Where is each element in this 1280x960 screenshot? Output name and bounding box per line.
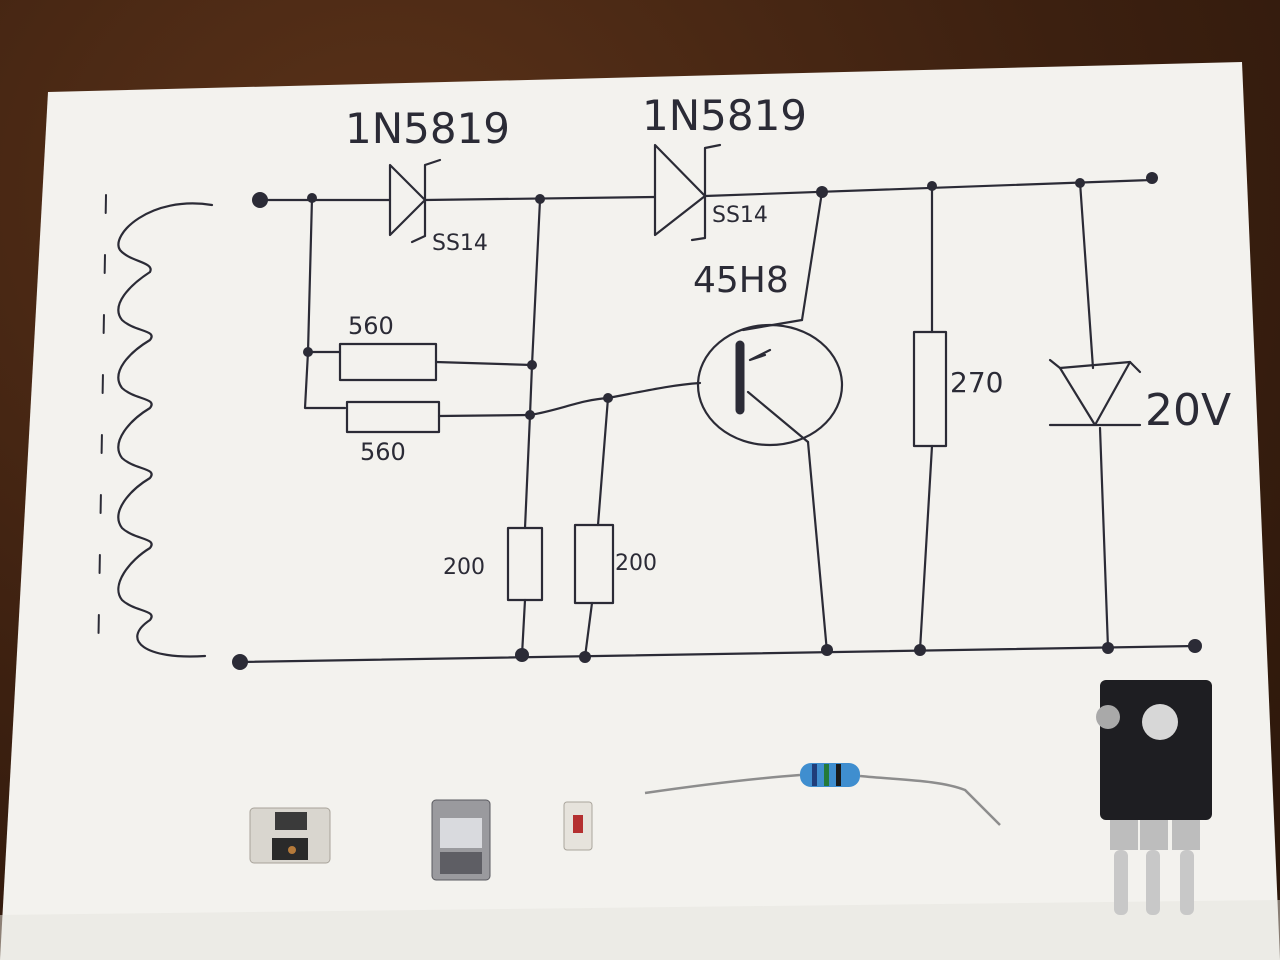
transistor-label: 45H8 [693,260,789,301]
diode-2 [653,143,722,242]
resistor-feed-wire [303,196,347,410]
transformer-core [97,194,107,666]
smd-diode-package [249,807,331,864]
diode2-part-label: 1N5819 [642,91,807,140]
diode-1 [388,158,442,244]
diode1-part-label: 1N5819 [345,104,510,153]
transistor-45h8 [696,190,844,654]
smd-transistor-package [431,799,491,881]
resistor-270 [912,330,948,448]
small-smd-diode [563,801,593,851]
node-wire-b [583,396,610,659]
paper-shadow [0,900,1280,960]
axial-resistor [644,763,1001,826]
zener-voltage-label: 20V [1145,385,1231,436]
resistor-560-bottom-label: 560 [360,438,406,466]
diode1-alt-label: SS14 [432,231,488,256]
diode2-alt-label: SS14 [712,203,768,228]
schematic [97,143,1197,666]
junction-dots [232,172,1202,670]
paper-sheet [0,62,1280,960]
resistor-560-top-label: 560 [348,312,394,340]
resistor-200-right-label: 200 [615,551,657,576]
zener-diode [1048,180,1142,650]
resistor-200-left [506,526,544,602]
resistor-200-right [573,523,615,605]
bottom-rail [238,644,1197,664]
resistor-270-label: 270 [950,366,1003,399]
transformer-coil [117,202,214,658]
to247-transistor [1096,680,1212,915]
resistor-200-left-label: 200 [443,555,485,580]
node-wire-a [520,198,542,657]
